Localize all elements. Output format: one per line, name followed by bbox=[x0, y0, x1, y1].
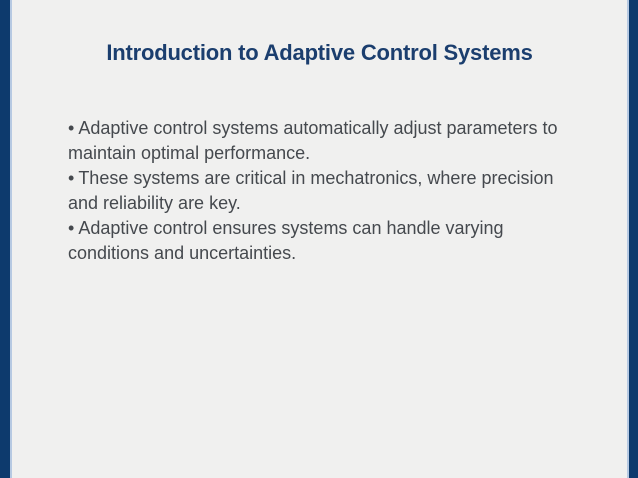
slide-title: Introduction to Adaptive Control Systems bbox=[106, 40, 533, 65]
left-border-bar bbox=[0, 0, 12, 478]
bullet-glyph: • bbox=[68, 118, 75, 138]
bullet-text: These systems are critical in mechatroni… bbox=[68, 168, 554, 213]
bullet-text: Adaptive control ensures systems can han… bbox=[68, 218, 504, 263]
bullet-glyph: • bbox=[68, 218, 75, 238]
bullet-item: •These systems are critical in mechatron… bbox=[68, 166, 576, 216]
bullet-item: •Adaptive control ensures systems can ha… bbox=[68, 216, 576, 266]
bullet-list: •Adaptive control systems automatically … bbox=[68, 116, 576, 266]
slide-content: Introduction to Adaptive Control Systems… bbox=[14, 0, 625, 478]
bullet-item: •Adaptive control systems automatically … bbox=[68, 116, 576, 166]
right-border-bar bbox=[627, 0, 638, 478]
bullet-text: Adaptive control systems automatically a… bbox=[68, 118, 558, 163]
bullet-glyph: • bbox=[68, 168, 75, 188]
